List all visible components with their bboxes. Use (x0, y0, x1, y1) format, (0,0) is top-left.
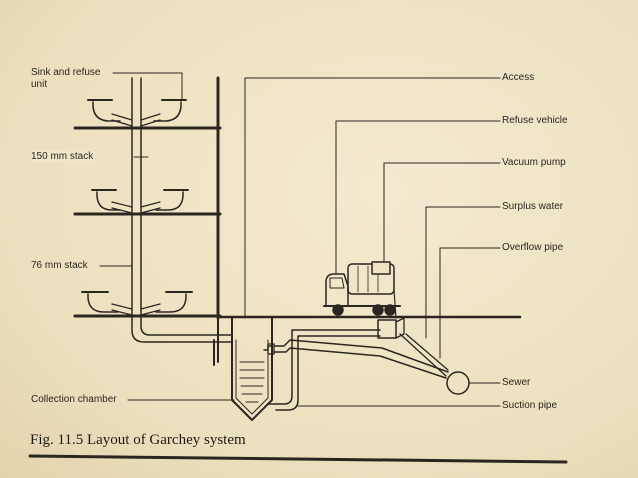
sink-unit-upper (87, 99, 187, 127)
label-sink-refuse-unit: Sink and refuse unit (31, 67, 101, 90)
sewer-pipe (446, 371, 470, 395)
pump-housing (377, 319, 397, 339)
collection-chamber (231, 317, 273, 421)
figure-caption: Fig. 11.5 Layout of Garchey system (30, 432, 246, 448)
label-76-stack: 76 mm stack (31, 260, 88, 271)
leader-surplus-water (425, 206, 501, 339)
label-vacuum-pump: Vacuum pump (502, 157, 566, 168)
caption-rule (28, 454, 568, 464)
label-150-stack: 150 mm stack (31, 151, 96, 163)
chamber-water (239, 361, 265, 403)
label-collection-chamber: Collection chamber (31, 394, 117, 405)
suction-pipe-line (267, 329, 381, 405)
leader-sink (112, 72, 183, 101)
sink-unit-middle (91, 189, 189, 214)
leader-overflow-pipe (439, 247, 501, 359)
label-sewer: Sewer (502, 377, 531, 388)
label-refuse-vehicle: Refuse vehicle (502, 115, 568, 126)
label-surplus-water: Surplus water (502, 201, 564, 212)
access-line (244, 77, 501, 319)
label-overflow-pipe: Overflow pipe (502, 242, 564, 253)
refuse-stack (131, 77, 233, 343)
sink-unit-lower (81, 291, 193, 316)
label-access: Access (502, 72, 535, 83)
overflow-pipe-line (273, 347, 447, 379)
leader-vacuum-pump (383, 162, 501, 263)
label-suction-pipe: Suction pipe (502, 400, 558, 411)
refuse-vehicle (323, 261, 401, 319)
leader-refuse-vehicle (335, 120, 501, 275)
